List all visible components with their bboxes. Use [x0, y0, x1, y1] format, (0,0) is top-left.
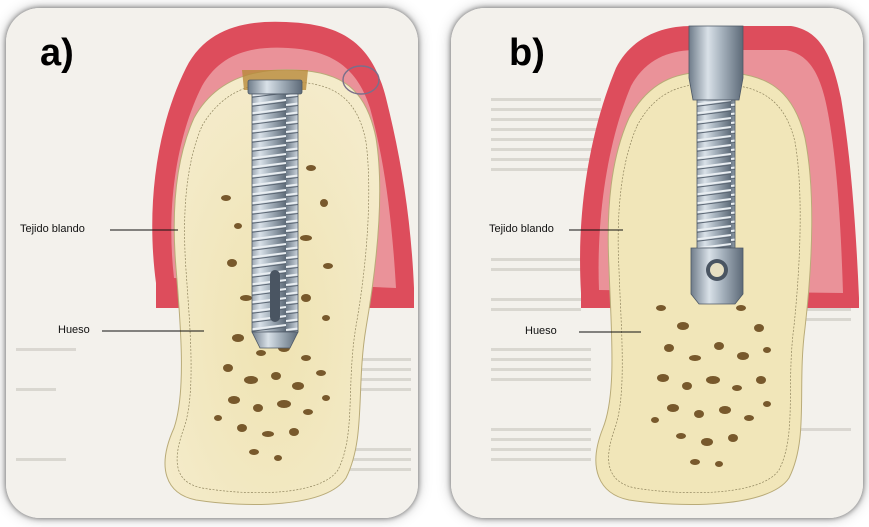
soft-tissue-label: Tejido blando: [20, 223, 85, 235]
panel-letter: a): [40, 34, 74, 72]
panel-b: b) Tejido blando Hueso: [451, 8, 863, 518]
bone-label: Hueso: [58, 324, 90, 336]
panel-letter: b): [509, 34, 545, 72]
bone-label: Hueso: [525, 325, 557, 337]
implant: [248, 80, 302, 348]
implant-diagram-b: [451, 8, 863, 518]
implant-diagram-a: [6, 8, 418, 518]
panel-a: a) Tejido blando Hueso: [6, 8, 418, 518]
soft-tissue-label: Tejido blando: [489, 223, 554, 235]
implant: [689, 26, 743, 304]
